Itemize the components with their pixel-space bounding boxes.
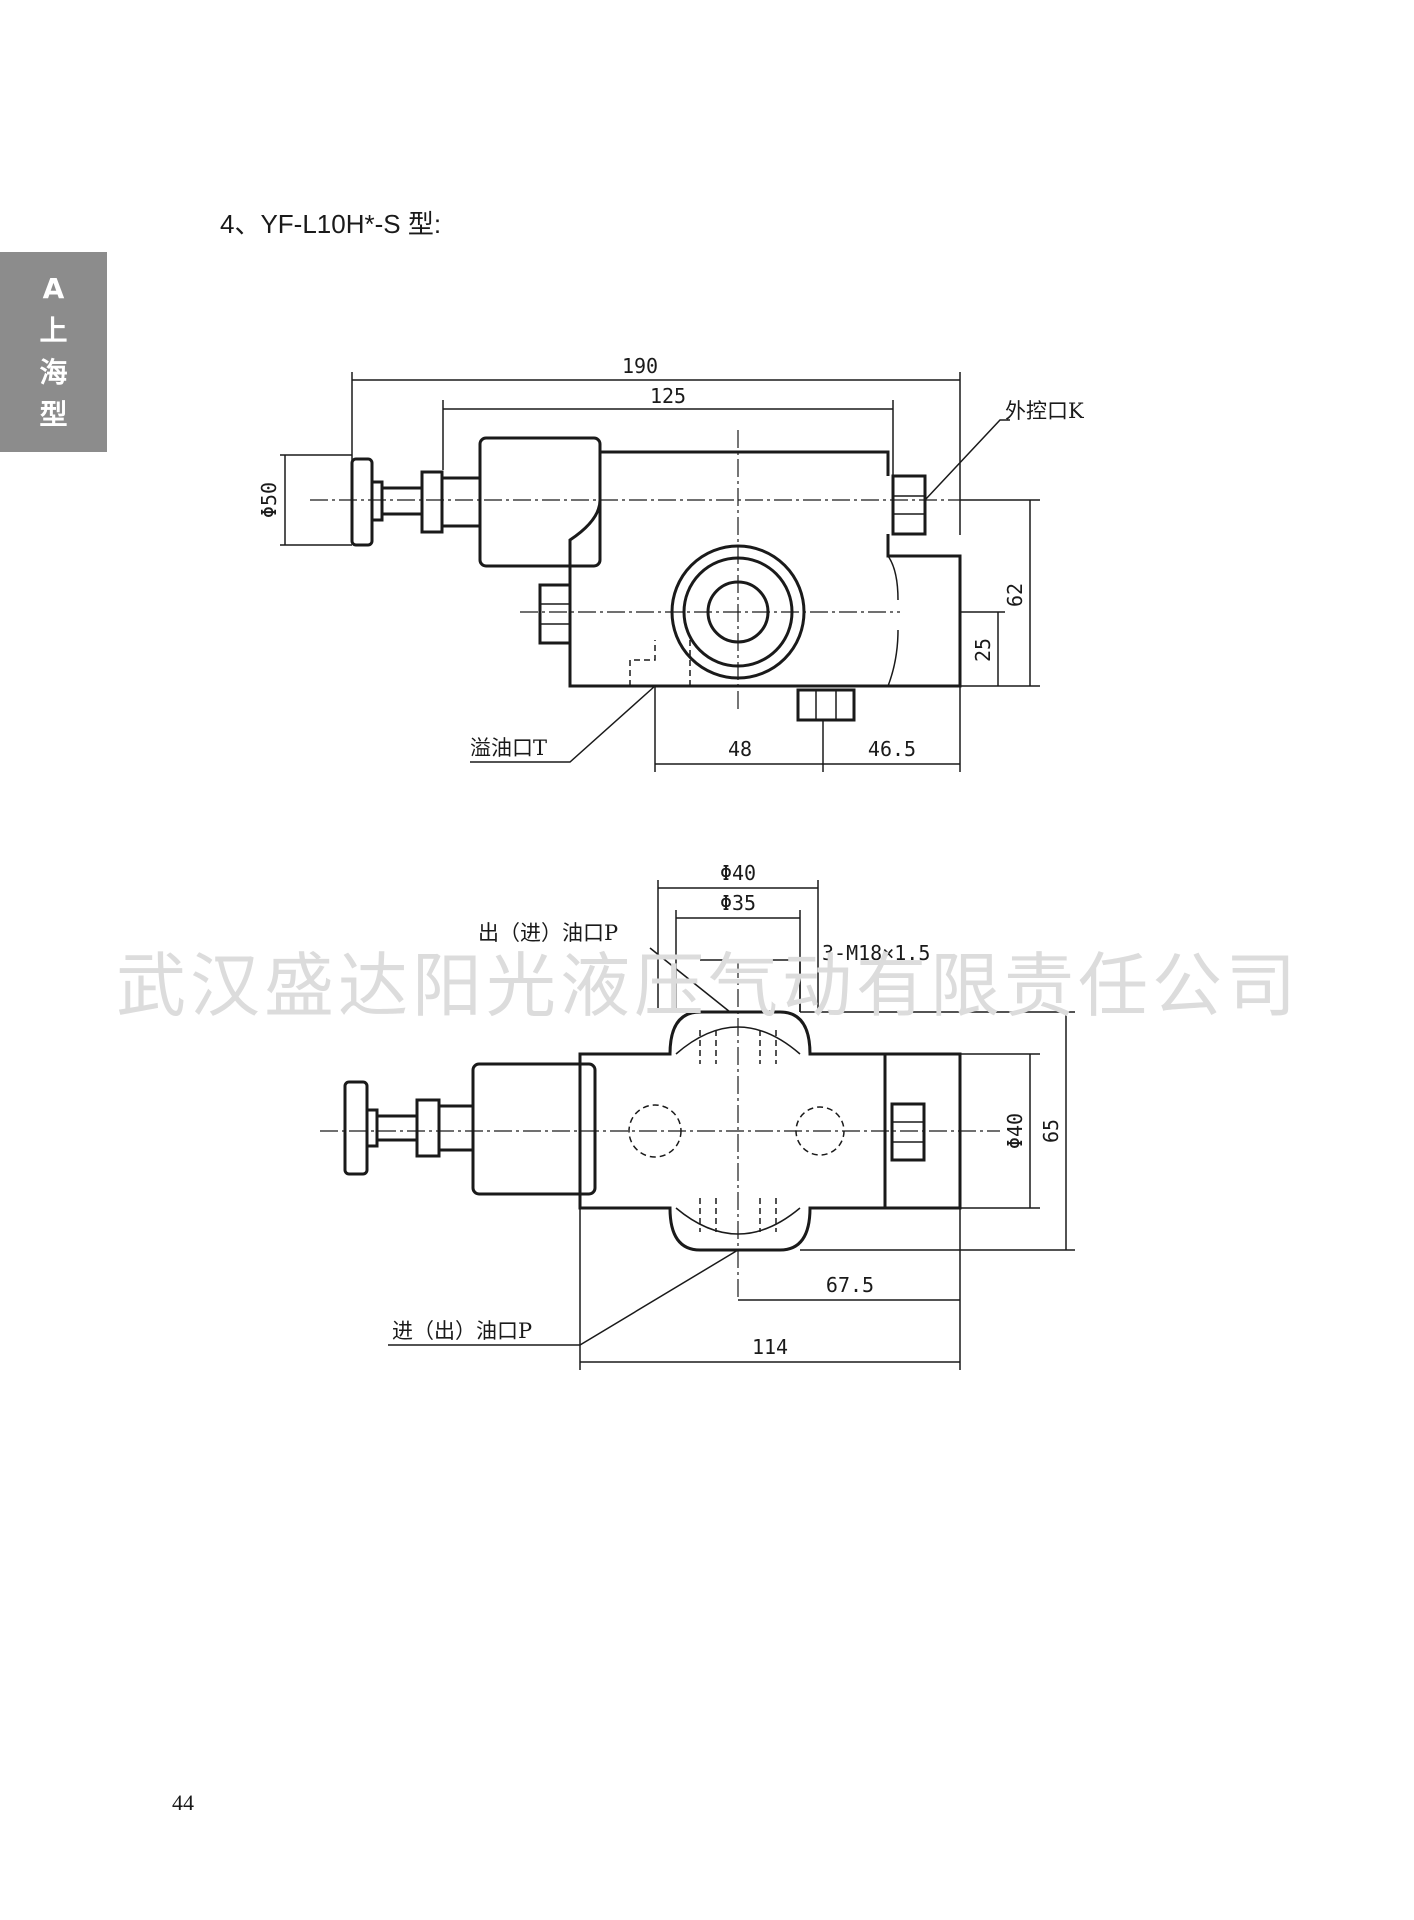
overflow-port-hidden <box>629 640 691 686</box>
section-tab-char-2: 海 <box>39 356 68 389</box>
bottom-view: Φ40 Φ35 3-M18×1.5 出（进）油口P <box>320 861 1075 1370</box>
dim-125: 125 <box>650 384 686 408</box>
dim-65: 65 <box>1039 1119 1063 1143</box>
top-view: 190 125 Φ50 <box>257 354 1084 772</box>
bottom-plug <box>796 688 856 722</box>
valve-body <box>568 450 962 688</box>
dim-46-5: 46.5 <box>868 737 916 761</box>
lock-nut <box>420 470 444 534</box>
label-overflow-port-t: 溢油口T <box>470 736 547 760</box>
adjust-stem-2 <box>375 1114 419 1142</box>
control-port-nut <box>891 474 927 536</box>
section-tab: A 上 海 型 <box>0 252 107 452</box>
side-plug <box>538 583 572 645</box>
section-tab-char-3: 型 <box>39 398 68 431</box>
dim-48: 48 <box>728 737 752 761</box>
lock-nut-2 <box>415 1098 441 1158</box>
adjust-knob-2 <box>343 1080 369 1176</box>
dim-thread-note: 3-M18×1.5 <box>822 941 930 965</box>
leader-t <box>470 685 656 763</box>
dim-114: 114 <box>752 1335 788 1359</box>
dim-190: 190 <box>622 354 658 378</box>
adjust-stem <box>380 486 424 516</box>
dim-phi40-top: Φ40 <box>720 861 756 885</box>
adjust-knob <box>350 457 374 547</box>
bonnet-neck <box>440 476 482 528</box>
label-control-port-k: 外控口K <box>1005 399 1084 423</box>
leader-k <box>924 419 1010 501</box>
page-heading: 4、YF-L10H*-S 型: <box>220 209 442 239</box>
dim-25: 25 <box>971 638 995 662</box>
bonnet-2 <box>471 1062 597 1196</box>
dim-phi35: Φ35 <box>720 891 756 915</box>
dim-67-5: 67.5 <box>826 1273 874 1297</box>
label-port-p-out-in: 出（进）油口P <box>478 921 618 945</box>
dim-62: 62 <box>1003 583 1027 607</box>
page-number: 44 <box>172 1790 194 1815</box>
dim-phi40-side: Φ40 <box>1003 1113 1027 1149</box>
leader-port-p-in <box>388 1249 739 1346</box>
bonnet <box>478 436 602 568</box>
section-tab-letter: A <box>42 272 65 305</box>
watermark: 武汉盛达阳光液压气动有限责任公司 <box>116 945 1300 1027</box>
right-plug <box>890 1102 926 1162</box>
label-port-p-in-out: 进（出）油口P <box>392 1319 532 1343</box>
dim-phi50: Φ50 <box>257 482 281 518</box>
section-tab-char-1: 上 <box>39 314 68 347</box>
